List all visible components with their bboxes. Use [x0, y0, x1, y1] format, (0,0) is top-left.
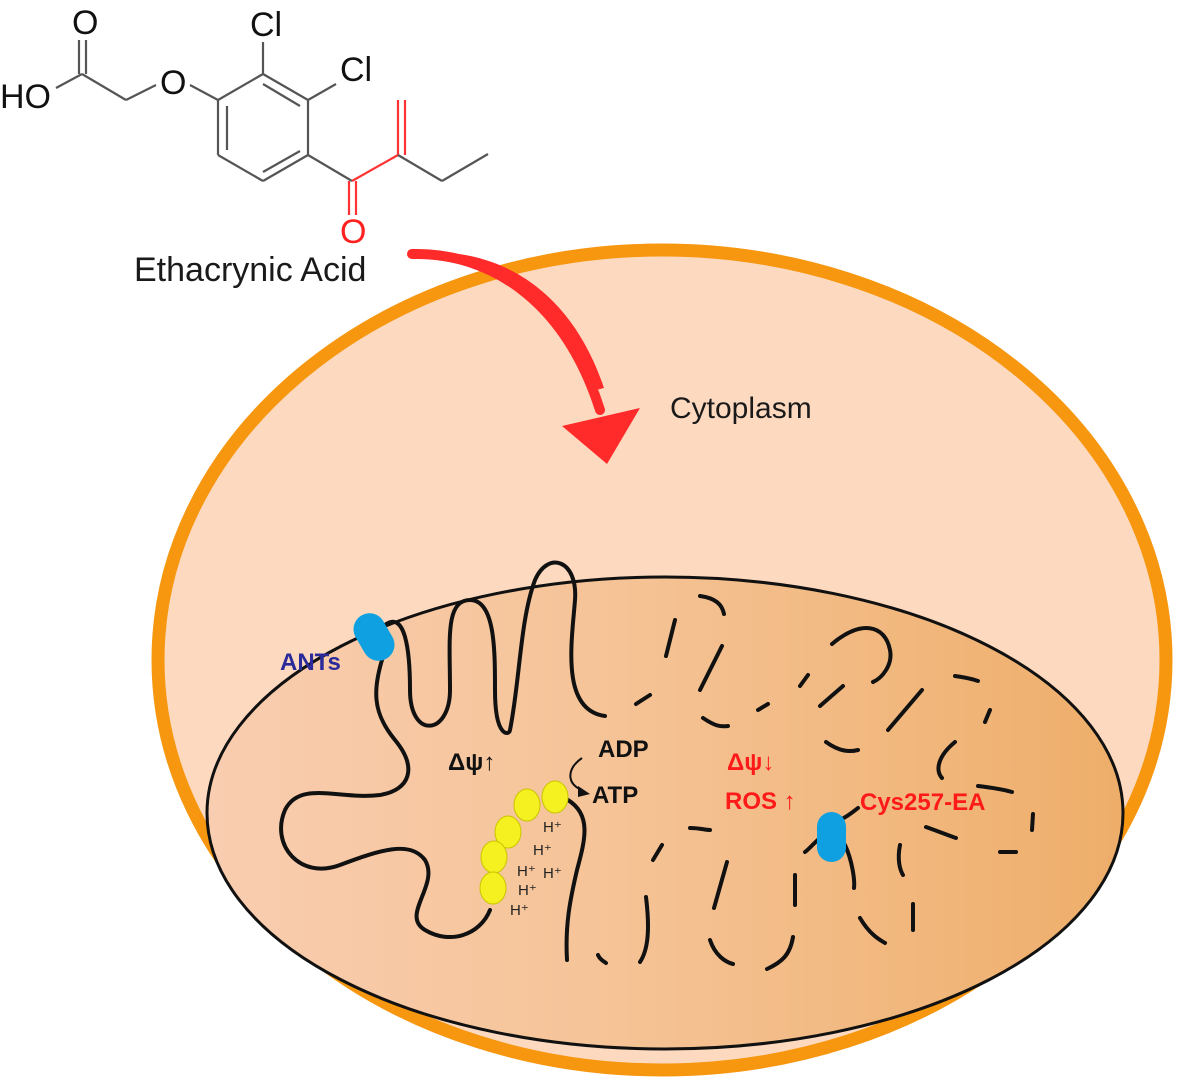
membrane-potential-decrease-label: Δψ↓: [727, 749, 774, 776]
ant-transporter-modified: [817, 812, 846, 862]
inner-membrane-cristae-right: [564, 798, 587, 962]
ethacrynic-acid-structure: [55, 40, 489, 215]
ether-oxygen-label: O: [160, 64, 186, 102]
atp-synthase: [479, 871, 507, 905]
hydroxyl-label: HO: [0, 78, 51, 116]
ant-transporter: [353, 613, 395, 661]
ketone-oxygen-label: O: [340, 213, 366, 251]
inner-membrane-cristae-healthy: [279, 648, 492, 940]
fragmented-cristae: [596, 594, 1035, 971]
proton-label: H⁺: [518, 882, 537, 899]
entry-arrowhead-icon: [562, 408, 640, 464]
atp-synthase: [541, 780, 569, 814]
chlorine-label-2: Cl: [340, 51, 372, 89]
atp-synthase: [513, 788, 541, 822]
entry-arrow-body-icon: [407, 248, 605, 415]
entry-arrow-icon: [412, 252, 604, 390]
chlorine-label-1: Cl: [250, 6, 282, 44]
proton-label: H⁺: [543, 819, 562, 836]
proton-label: H⁺: [517, 863, 536, 880]
atp-synthase-group: [479, 780, 569, 905]
adp-label: ADP: [598, 736, 649, 763]
ethacrynic-acid-label: Ethacrynic Acid: [134, 251, 366, 289]
mitochondrion-outer-membrane: [205, 575, 1125, 1051]
adp-to-atp-arrowhead-icon: [578, 786, 590, 797]
proton-label: H⁺: [533, 842, 552, 859]
atp-synthase: [480, 840, 508, 874]
cys257-ea-label: Cys257-EA: [860, 789, 985, 816]
cytoplasm-label: Cytoplasm: [670, 392, 812, 425]
carbonyl-oxygen-label: O: [72, 4, 98, 42]
ants-label: ANTs: [280, 649, 341, 676]
proton-label: H⁺: [510, 902, 529, 919]
atp-label: ATP: [592, 782, 638, 809]
proton-label: H⁺: [543, 865, 562, 882]
inner-membrane-cristae-upper: [383, 560, 607, 735]
atp-synthase: [494, 815, 522, 849]
ros-increase-label: ROS ↑: [725, 788, 796, 815]
membrane-potential-increase-label: Δψ↑: [448, 749, 495, 776]
